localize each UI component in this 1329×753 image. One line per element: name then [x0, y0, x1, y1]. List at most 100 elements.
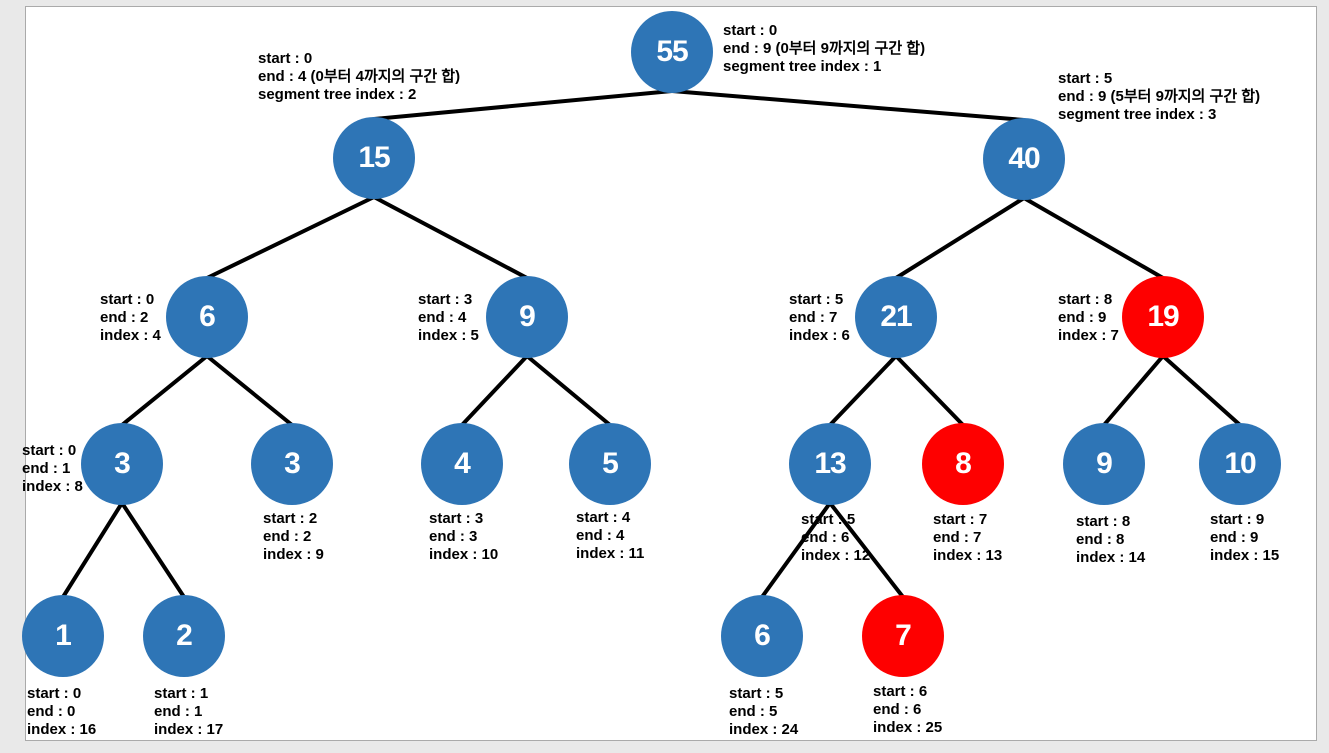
label-line: end : 3 [429, 528, 478, 545]
label-line: index : 24 [729, 721, 799, 738]
label-line: start : 7 [933, 511, 988, 528]
label-line: start : 0 [100, 291, 155, 308]
label-line: start : 9 [1210, 511, 1265, 528]
tree-node-blue: 40 [983, 118, 1065, 200]
label-line: start : 0 [258, 50, 313, 67]
tree-node-blue: 3 [81, 423, 163, 505]
label-line: start : 8 [1058, 291, 1113, 308]
node-value: 19 [1147, 300, 1179, 333]
tree-node-blue: 5 [569, 423, 651, 505]
node-value: 8 [955, 447, 972, 480]
node-value: 4 [454, 447, 471, 480]
label-line: index : 11 [576, 545, 645, 562]
label-line: index : 15 [1210, 547, 1280, 564]
label-line: start : 0 [22, 442, 77, 459]
tree-node-blue: 10 [1199, 423, 1281, 505]
tree-node-blue: 15 [333, 117, 415, 199]
label-line: start : 5 [1058, 70, 1113, 87]
tree-node-blue: 2 [143, 595, 225, 677]
label-line: end : 6 [801, 529, 850, 546]
node-value: 9 [519, 300, 536, 333]
node-value: 13 [814, 447, 846, 480]
node-value: 55 [656, 35, 688, 68]
tree-node-blue: 1 [22, 595, 104, 677]
label-line: segment tree index : 2 [258, 86, 417, 103]
label-line: start : 8 [1076, 513, 1131, 530]
node-value: 3 [114, 447, 131, 480]
label-line: end : 2 [263, 528, 312, 545]
label-line: start : 5 [729, 685, 784, 702]
label-line: index : 6 [789, 327, 850, 344]
label-line: index : 10 [429, 546, 499, 563]
label-line: index : 12 [801, 547, 871, 564]
label-line: index : 5 [418, 327, 479, 344]
label-line: end : 2 [100, 309, 149, 326]
label-line: end : 1 [22, 460, 71, 477]
node-value: 5 [602, 447, 619, 480]
label-line: index : 9 [263, 546, 324, 563]
label-line: start : 3 [429, 510, 484, 527]
label-line: end : 5 [729, 703, 778, 720]
label-line: index : 4 [100, 327, 161, 344]
label-line: start : 5 [801, 511, 856, 528]
tree-node-blue: 9 [1063, 423, 1145, 505]
tree-node-blue: 4 [421, 423, 503, 505]
label-line: start : 6 [873, 683, 928, 700]
label-line: end : 1 [154, 703, 203, 720]
node-value: 6 [754, 619, 771, 652]
tree-node-red: 7 [862, 595, 944, 677]
node-value: 2 [176, 619, 193, 652]
label-line: end : 4 [418, 309, 467, 326]
tree-node-blue: 9 [486, 276, 568, 358]
label-line: end : 7 [933, 529, 982, 546]
label-line: end : 6 [873, 701, 922, 718]
label-line: index : 25 [873, 719, 943, 736]
tree-node-blue: 55 [631, 11, 713, 93]
label-line: end : 9 (0부터 9까지의 구간 합) [723, 40, 926, 57]
tree-node-blue: 21 [855, 276, 937, 358]
label-line: start : 4 [576, 509, 631, 526]
label-line: segment tree index : 1 [723, 58, 882, 75]
label-line: end : 0 [27, 703, 76, 720]
tree-node-blue: 13 [789, 423, 871, 505]
label-line: index : 17 [154, 721, 224, 738]
node-value: 15 [358, 141, 390, 174]
node-value: 6 [199, 300, 216, 333]
label-line: end : 4 (0부터 4까지의 구간 합) [258, 68, 461, 85]
node-value: 7 [895, 619, 912, 652]
label-line: index : 7 [1058, 327, 1119, 344]
label-line: end : 9 [1210, 529, 1259, 546]
label-line: end : 4 [576, 527, 625, 544]
tree-node-blue: 6 [721, 595, 803, 677]
label-line: index : 14 [1076, 549, 1146, 566]
label-line: end : 8 [1076, 531, 1125, 548]
tree-node-blue: 6 [166, 276, 248, 358]
label-line: end : 9 (5부터 9까지의 구간 합) [1058, 88, 1261, 105]
tree-node-red: 19 [1122, 276, 1204, 358]
label-line: start : 2 [263, 510, 318, 527]
label-line: end : 9 [1058, 309, 1107, 326]
label-line: start : 0 [27, 685, 82, 702]
label-line: start : 5 [789, 291, 844, 308]
node-value: 10 [1224, 447, 1256, 480]
label-line: start : 0 [723, 22, 778, 39]
